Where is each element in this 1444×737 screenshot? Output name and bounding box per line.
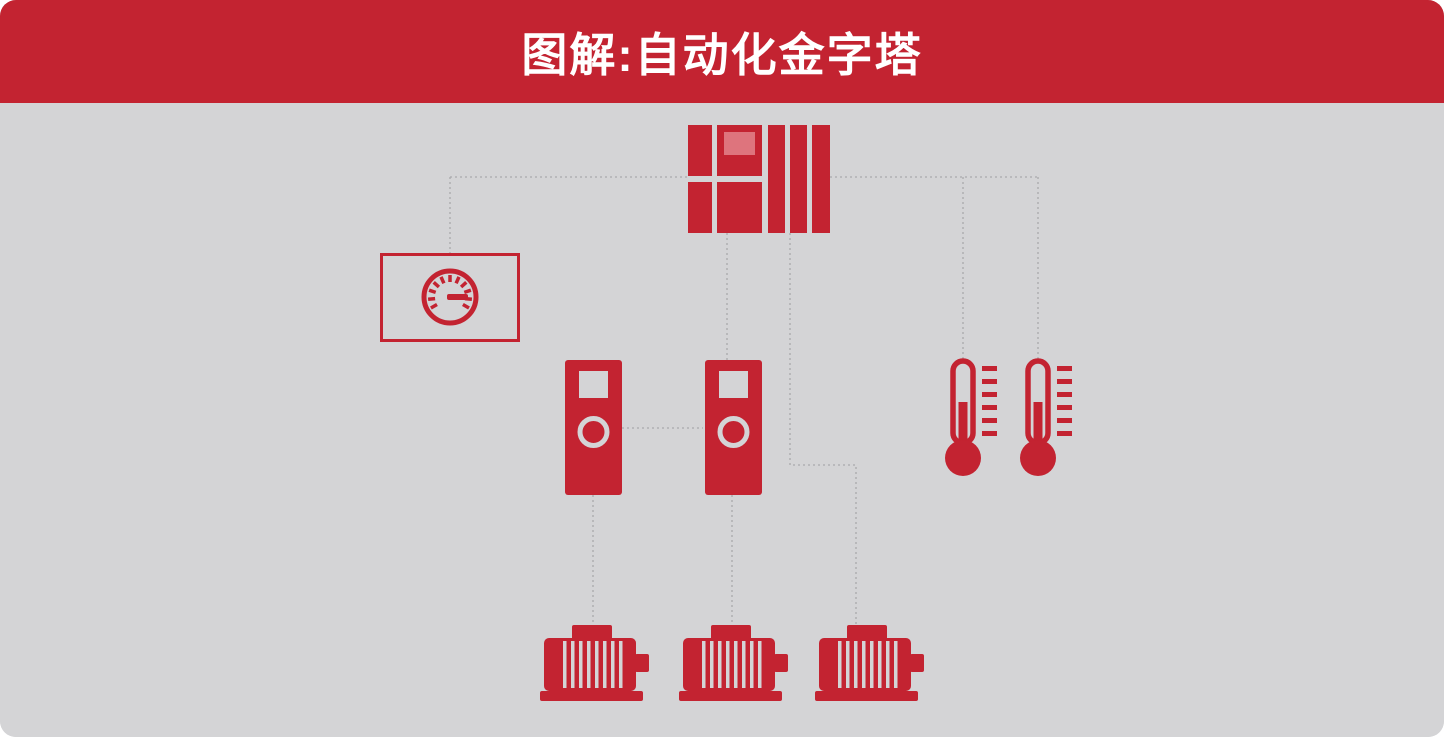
motor-fins bbox=[838, 641, 898, 688]
thermometer-ticks bbox=[982, 366, 997, 436]
drive-knob bbox=[717, 416, 750, 448]
motor-1 bbox=[538, 625, 653, 710]
page-title: 图解:自动化金字塔 bbox=[521, 28, 923, 81]
thermometer-ticks bbox=[1057, 366, 1072, 436]
hmi-panel bbox=[380, 253, 520, 342]
vfd-drive-icon bbox=[705, 360, 762, 495]
motor-icon bbox=[679, 625, 788, 701]
motor-shaft bbox=[910, 654, 924, 672]
gauge-dial bbox=[421, 268, 479, 326]
plc-display bbox=[724, 132, 755, 155]
plc-module-bar bbox=[812, 125, 830, 233]
motor-shaft bbox=[774, 654, 788, 672]
thermometer-2 bbox=[1015, 358, 1075, 483]
motor-icon bbox=[815, 625, 924, 701]
diagram-canvas bbox=[0, 103, 1444, 737]
drive-2 bbox=[705, 360, 762, 500]
plc-controller bbox=[688, 125, 830, 238]
vfd-drive-icon bbox=[565, 360, 622, 495]
motor-3 bbox=[813, 625, 928, 710]
thermometer-icon bbox=[945, 358, 997, 476]
drive-display bbox=[719, 371, 748, 398]
plc-module-bar bbox=[768, 125, 785, 233]
motor-base bbox=[679, 691, 782, 701]
drive-1 bbox=[565, 360, 622, 500]
gauge-ticks bbox=[427, 275, 473, 310]
motor-icon bbox=[540, 625, 649, 701]
thermometer-1 bbox=[940, 358, 1000, 483]
gauge-needle bbox=[447, 294, 468, 300]
connector-lines bbox=[449, 176, 1039, 627]
plc-icon bbox=[688, 125, 830, 233]
drive-display bbox=[579, 371, 608, 398]
motor-base bbox=[815, 691, 918, 701]
header-banner: 图解:自动化金字塔 bbox=[0, 0, 1444, 103]
thermometer-bulb bbox=[945, 440, 981, 476]
motor-fins bbox=[563, 641, 623, 688]
motor-shaft bbox=[635, 654, 649, 672]
motor-base bbox=[540, 691, 643, 701]
thermometer-icon bbox=[1020, 358, 1072, 476]
wire-plc-to-motor-3 bbox=[789, 233, 857, 627]
drive-knob bbox=[577, 416, 610, 448]
thermometer-mercury bbox=[958, 402, 968, 448]
motor-2 bbox=[677, 625, 792, 710]
plc-module-bar bbox=[790, 125, 807, 233]
thermometer-bulb bbox=[1020, 440, 1056, 476]
gauge-icon bbox=[421, 268, 479, 326]
motor-fins bbox=[702, 641, 762, 688]
thermometer-mercury bbox=[1033, 402, 1043, 448]
